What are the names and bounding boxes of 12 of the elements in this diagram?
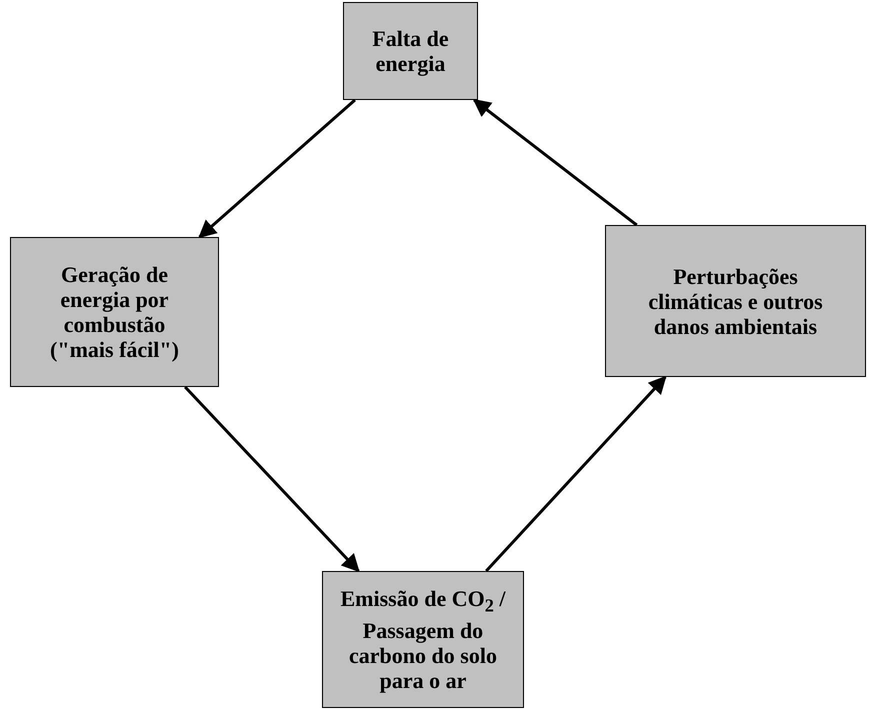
arrow (472, 98, 638, 226)
box-label: Perturbações climáticas e outros danos ambientais (647, 264, 824, 338)
arrow (485, 376, 667, 572)
arrow (184, 386, 360, 572)
process-box (343, 2, 478, 100)
process-box (605, 225, 866, 377)
arrow (198, 98, 356, 238)
process-box (322, 571, 524, 708)
process-box (10, 237, 219, 387)
box-label: Falta de energia (371, 26, 450, 76)
box-label: Emissão de CO$_{2}$ / Passagem do carbono do solo para o ar (339, 586, 507, 694)
box-label: Geração de energia por combustão ("mais fácil") (49, 262, 180, 362)
